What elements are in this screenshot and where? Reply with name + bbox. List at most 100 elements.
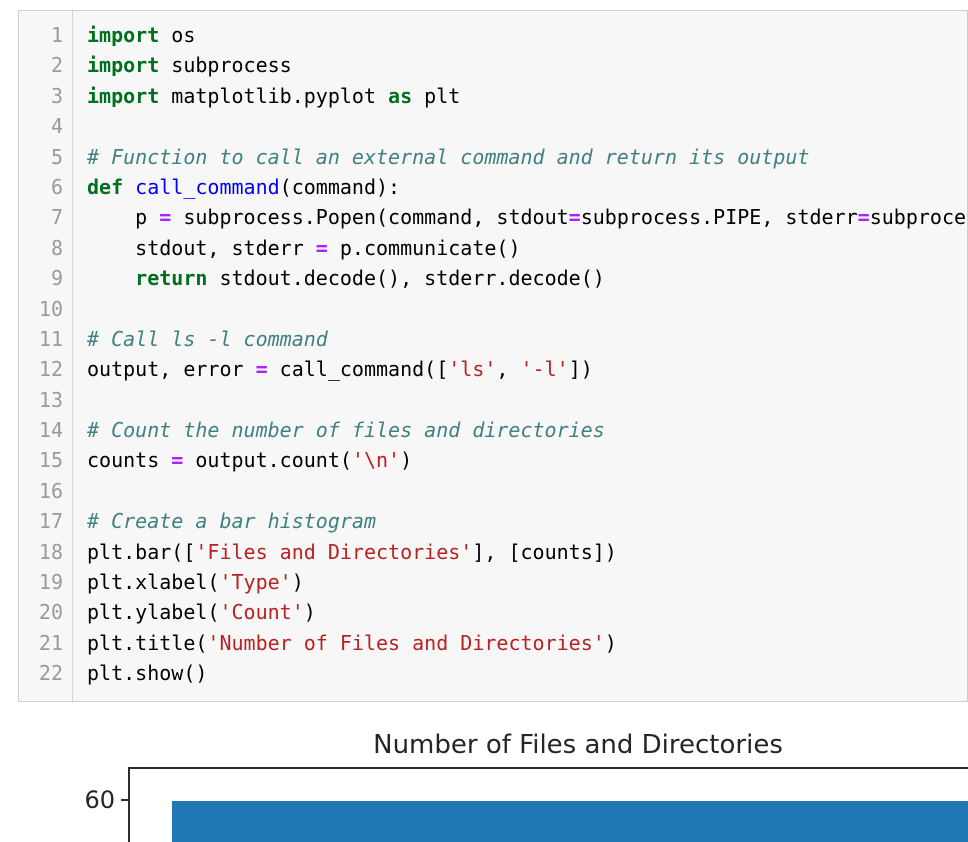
code-token: ) (291, 570, 304, 595)
code-token: plt.bar([ (87, 539, 196, 564)
line-number: 16 (38, 478, 63, 503)
code-token (123, 175, 135, 199)
code-line[interactable]: plt.ylabel('Count') (87, 597, 967, 627)
line-number: 22 (38, 661, 63, 686)
code-token: plt.title( (87, 630, 208, 655)
code-token: # Count the number of files and director… (87, 418, 605, 443)
code-line[interactable] (87, 294, 967, 324)
code-line[interactable] (87, 385, 967, 415)
code-token: # Create a bar histogram (87, 509, 376, 534)
line-number: 5 (50, 144, 63, 169)
code-line[interactable]: # Call ls -l command (87, 324, 967, 354)
cell-execution-prompt: ]: (0, 18, 8, 48)
code-token: import (87, 83, 160, 108)
line-number: 15 (38, 448, 63, 473)
code-line[interactable]: plt.bar(['Files and Directories'], [coun… (87, 537, 967, 567)
code-token: 'ls' (448, 357, 497, 382)
code-line[interactable]: output, error = call_command(['ls', '-l'… (87, 354, 967, 384)
code-line[interactable]: import matplotlib.pyplot as plt (87, 81, 967, 111)
code-token: call_command([ (267, 357, 449, 382)
line-number: 10 (38, 296, 63, 321)
code-line[interactable]: # Create a bar histogram (87, 506, 967, 536)
code-token: output, error (87, 357, 256, 382)
y-axis-tick-label-60: 60 (84, 786, 115, 814)
line-number: 4 (50, 114, 63, 139)
line-number: 9 (50, 266, 63, 291)
code-token: plt.ylabel( (87, 600, 220, 625)
code-token: counts (87, 448, 172, 473)
code-token: import (87, 23, 160, 47)
code-token: = (857, 205, 870, 230)
line-number: 12 (38, 357, 63, 382)
figure-output: Number of Files and Directories 60 (0, 706, 968, 842)
line-number: 11 (38, 326, 63, 351)
code-token: p.communicate() (327, 235, 521, 260)
line-number: 20 (38, 600, 63, 625)
code-token: # Function to call an external command a… (87, 144, 810, 169)
code-token: 'Number of Files and Directories' (207, 630, 605, 655)
line-number: 7 (50, 205, 63, 230)
code-token: = (159, 205, 172, 230)
code-token: '-l' (520, 357, 569, 382)
code-line[interactable]: import os (87, 20, 967, 50)
code-token: subprocess.Popen(command, stdout (171, 205, 569, 230)
code-token: ) (400, 448, 413, 473)
code-token: return (135, 266, 208, 291)
code-token: matplotlib.pyplot (159, 83, 389, 108)
code-token: ]) (568, 357, 593, 382)
code-token: # Call ls -l command (87, 326, 328, 351)
code-token: (command): (279, 174, 401, 199)
code-token: plt (412, 83, 461, 108)
code-token: subprocess.PIPE) (869, 205, 967, 230)
line-number: 3 (50, 83, 63, 108)
code-token: ) (604, 630, 617, 655)
line-number: 17 (38, 509, 63, 534)
code-line[interactable]: return stdout.decode(), stderr.decode() (87, 263, 967, 293)
code-line[interactable]: stdout, stderr = p.communicate() (87, 233, 967, 263)
code-token: plt.xlabel( (87, 570, 220, 595)
code-token: = (315, 235, 328, 260)
code-token: plt.show() (87, 661, 208, 686)
line-number: 6 (50, 174, 63, 199)
code-token: stdout.decode(), stderr.decode() (207, 266, 605, 291)
code-token: = (568, 205, 581, 230)
code-token: 'Count' (219, 600, 304, 625)
y-axis-tick-mark (121, 799, 129, 802)
code-token: subprocess (159, 53, 292, 78)
code-line[interactable]: import subprocess (87, 50, 967, 80)
code-token: def (87, 174, 124, 199)
chart-plot-area (128, 767, 968, 842)
line-number: 18 (38, 539, 63, 564)
code-line[interactable] (87, 111, 967, 141)
code-token: call_command (135, 174, 280, 199)
line-number: 1 (50, 23, 63, 47)
code-line[interactable]: plt.title('Number of Files and Directori… (87, 628, 967, 658)
line-number: 21 (38, 630, 63, 655)
code-token: p (87, 205, 160, 230)
code-token: os (159, 23, 196, 47)
line-number: 14 (38, 418, 63, 443)
code-line[interactable]: plt.xlabel('Type') (87, 567, 967, 597)
code-line[interactable] (87, 476, 967, 506)
code-line[interactable]: plt.show() (87, 658, 967, 688)
code-token: ) (303, 600, 316, 625)
code-line[interactable]: def call_command(command): (87, 172, 967, 202)
code-token: stdout, stderr (87, 235, 316, 260)
code-token: subprocess.PIPE, stderr (580, 205, 858, 230)
code-token (87, 266, 135, 290)
code-line[interactable]: p = subprocess.Popen(command, stdout=sub… (87, 202, 967, 232)
code-token: = (255, 357, 268, 382)
code-line[interactable]: counts = output.count('\n') (87, 445, 967, 475)
code-token: 'Files and Directories' (195, 539, 473, 564)
code-line[interactable]: # Count the number of files and director… (87, 415, 967, 445)
code-token: ], [counts]) (472, 539, 617, 564)
code-token: 'Type' (219, 570, 292, 595)
code-line[interactable]: # Function to call an external command a… (87, 142, 967, 172)
code-token: '\n' (351, 448, 401, 473)
line-number: 19 (38, 570, 63, 595)
code-token: = (171, 448, 184, 473)
